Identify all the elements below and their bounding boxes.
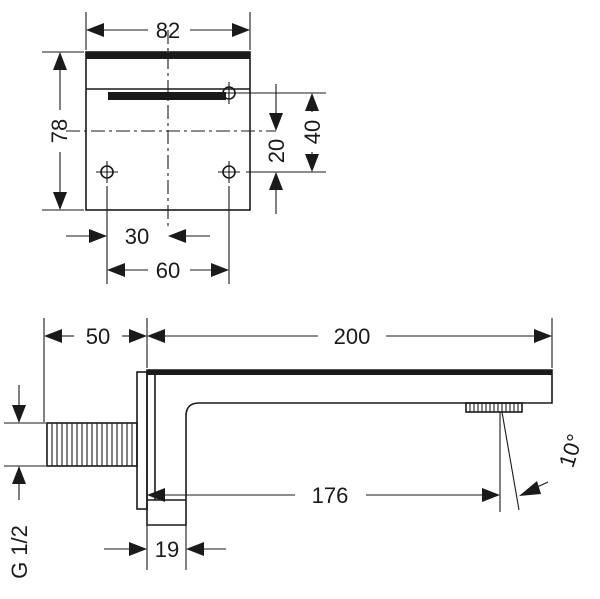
dimension-spout-offset: 40 <box>236 92 326 173</box>
dimension-hole-offset: 20 <box>264 84 289 214</box>
spout-body <box>146 369 553 526</box>
dimension-wall-depth: 50 <box>43 318 148 422</box>
dimension-width: 82 <box>85 12 251 50</box>
dimension-half-spacing: 30 <box>66 186 210 250</box>
angle-label: 10° <box>554 431 588 470</box>
wall-plate <box>136 371 148 510</box>
hole-spacing-label: 60 <box>156 258 180 283</box>
dimension-angle: 10° <box>501 411 588 511</box>
dimension-plate: 19 <box>104 525 226 570</box>
dimension-hole-spacing: 60 <box>106 186 230 284</box>
width-label: 82 <box>156 18 180 43</box>
top-view: 82 78 40 20 <box>42 12 326 284</box>
thread-label: G 1/2 <box>7 525 32 579</box>
side-view: 50 200 176 10° <box>4 318 588 579</box>
spout-offset-label: 40 <box>300 120 325 144</box>
dimension-reach: 176 <box>147 412 501 512</box>
dimension-spout-length: 200 <box>147 318 553 368</box>
hole-offset-label: 20 <box>264 139 289 163</box>
mounting-hole-left <box>96 161 118 183</box>
aerator-hatching <box>469 403 519 412</box>
half-spacing-label: 30 <box>125 224 149 249</box>
spout-top-band <box>147 370 552 375</box>
reach-label: 176 <box>312 483 349 508</box>
mounting-hole-right <box>218 161 240 183</box>
wall-depth-label: 50 <box>86 324 110 349</box>
dimension-height: 78 <box>42 51 84 211</box>
height-label: 78 <box>47 119 72 143</box>
dimension-thread: G 1/2 <box>4 385 46 579</box>
spout-length-label: 200 <box>334 324 371 349</box>
plate-label: 19 <box>155 537 179 562</box>
outlet-aerator <box>108 92 226 100</box>
thread-lines <box>51 423 133 466</box>
